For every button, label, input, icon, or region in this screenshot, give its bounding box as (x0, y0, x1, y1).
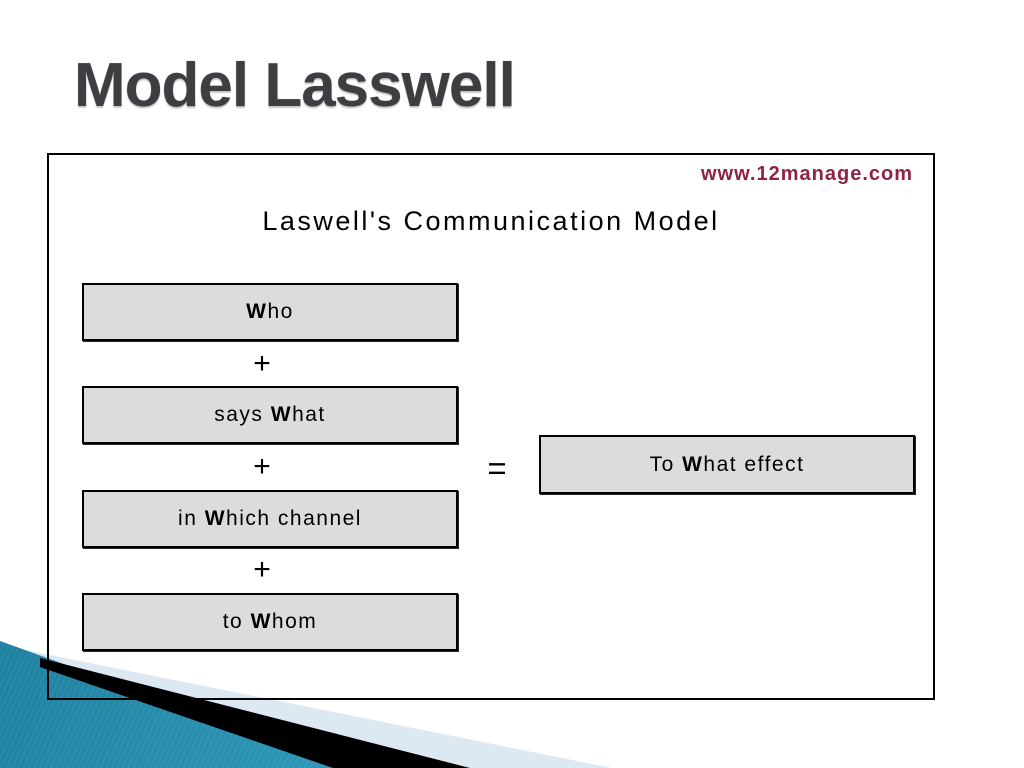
watermark-url: www.12manage.com (701, 163, 913, 185)
plus-operator-2: + (253, 450, 271, 483)
diagram-heading: Laswell's Communication Model (262, 206, 720, 236)
box-in-which-channel-label: in Which channel (178, 507, 362, 530)
box-to-whom: to Whom (82, 593, 458, 651)
box-to-whom-label: to Whom (222, 610, 318, 633)
plus-operator-1: + (253, 347, 271, 380)
box-to-what-effect-label: To What effect (649, 453, 805, 476)
diagram-frame: www.12manage.com Laswell's Communication… (47, 153, 935, 700)
slide-title: Model Lasswell (74, 51, 516, 120)
box-to-what-effect: To What effect (539, 435, 915, 494)
equals-operator: = (487, 449, 507, 487)
box-says-what-label: says What (214, 403, 326, 426)
box-in-which-channel: in Which channel (82, 490, 458, 548)
plus-operator-3: + (253, 553, 271, 586)
box-who: Who (82, 283, 458, 341)
box-who-label: Who (246, 300, 294, 323)
box-says-what: says What (82, 386, 458, 444)
